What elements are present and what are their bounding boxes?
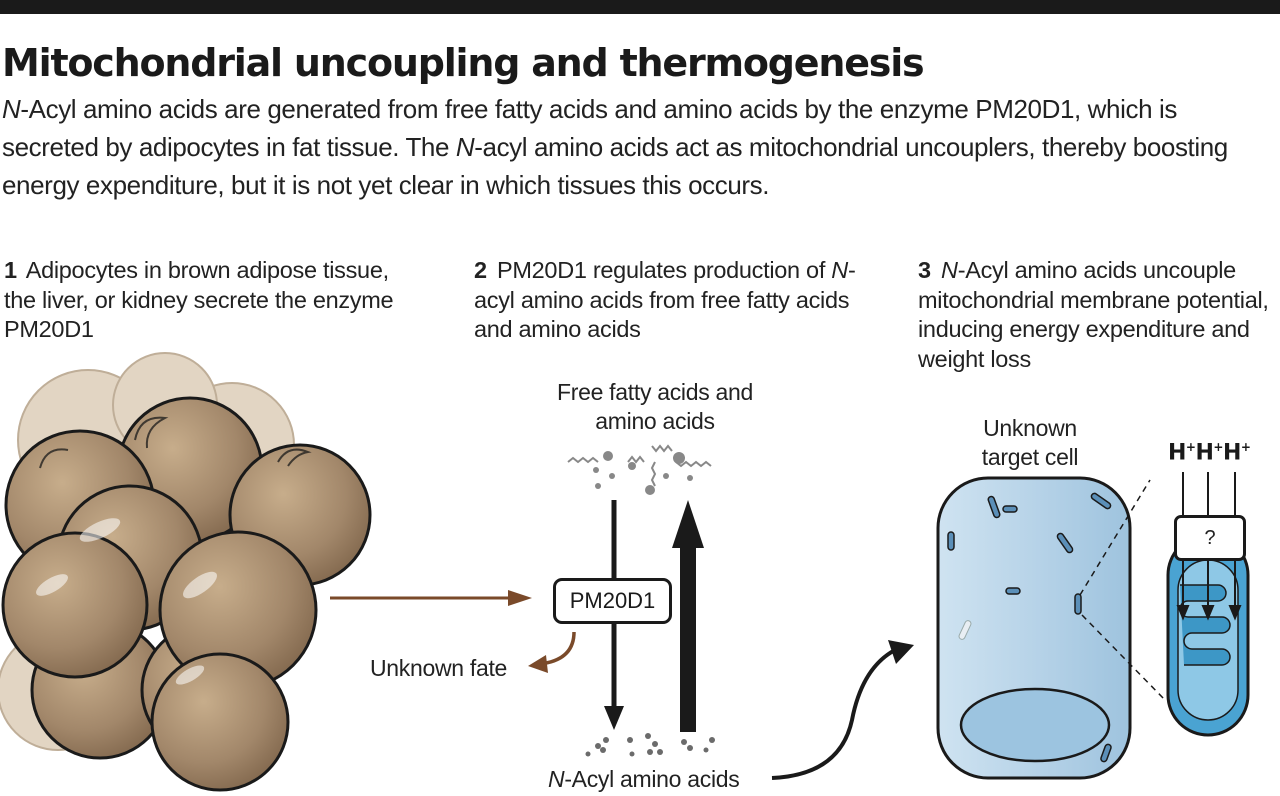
target-cell-label: Unknown target cell bbox=[981, 415, 1079, 470]
acyl-amino-acid-molecules bbox=[585, 733, 715, 757]
mitochondrion bbox=[1166, 533, 1250, 737]
up-arrow bbox=[672, 500, 704, 732]
down-arrow bbox=[604, 500, 624, 730]
step-2-caption: 2 PM20D1 regulates production of N-acyl … bbox=[474, 257, 856, 342]
step-1-caption: 1 Adipocytes in brown adipose tissue, th… bbox=[4, 257, 394, 342]
step-3-caption: 3 N-Acyl amino acids uncouple mitochondr… bbox=[918, 257, 1269, 372]
zoom-lines bbox=[1079, 479, 1166, 701]
secretion-arrow bbox=[330, 590, 532, 606]
fatty-acid-molecules bbox=[567, 444, 712, 487]
pm20d1-enzyme-box: PM20D1 bbox=[553, 578, 672, 624]
acyl-amino-acids-label: N-Acyl amino acids bbox=[548, 766, 740, 792]
unknown-fate-arrow bbox=[528, 631, 576, 673]
page-title: Mitochondrial uncoupling and thermogenes… bbox=[2, 41, 925, 85]
unknown-mechanism-box: ? bbox=[1174, 515, 1246, 561]
free-fatty-acids-label: Free fatty acids and amino acids bbox=[557, 379, 753, 434]
amino-acid-dots bbox=[593, 451, 693, 495]
unknown-fate-label: Unknown fate bbox=[370, 655, 508, 681]
transport-arrow bbox=[771, 640, 914, 780]
target-cell bbox=[936, 476, 1132, 780]
page-subtitle: N-Acyl amino acids are generated from fr… bbox=[2, 94, 1228, 200]
top-bar bbox=[0, 0, 1280, 14]
proton-arrows bbox=[1176, 472, 1242, 621]
proton-labels: H+H+H+ bbox=[1168, 440, 1251, 466]
adipocyte-cluster bbox=[0, 352, 372, 792]
